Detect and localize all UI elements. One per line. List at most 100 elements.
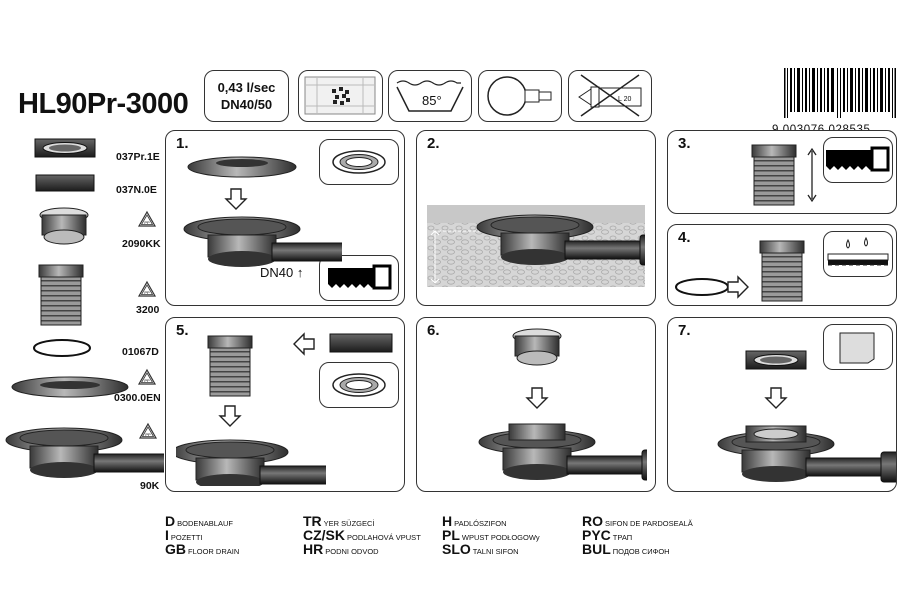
step-1-number: 1. <box>176 135 189 152</box>
left-arrow-icon <box>293 333 315 355</box>
step-5-number: 5. <box>176 322 189 339</box>
part-code-grate: 037Pr.1E <box>116 151 160 163</box>
up-arrow-icon: ↑ <box>296 265 304 280</box>
part-code-cover-plate: 037N.0E <box>116 184 157 196</box>
lang-code: GB <box>165 541 186 557</box>
lang-code: H <box>442 513 453 529</box>
tile-icon <box>839 332 875 364</box>
step-5-panel: 5. <box>165 317 405 492</box>
recycle-label: PP <box>144 290 150 295</box>
lang-text: PODNI ODVOD <box>325 547 379 556</box>
lang-text: FLOOR DRAIN <box>188 547 240 556</box>
lang-code: PL <box>442 527 460 543</box>
temperature-label: 85° <box>422 93 442 108</box>
odour-trap-insert-part-image <box>39 207 89 245</box>
step-7-tile-inset <box>823 324 893 370</box>
lang-code: TR <box>303 513 322 529</box>
step-1-panel: 1. DN40 ↑ <box>165 130 405 306</box>
grate-pattern-icon <box>304 76 376 115</box>
part-code-membrane-collar: 0300.0EN <box>114 392 161 404</box>
lang-code: I <box>165 527 169 543</box>
lang-text: ПОДОВ СИФОН <box>612 547 670 556</box>
step-2-screed-illustration <box>427 205 645 287</box>
recycle-label: PP <box>144 378 150 383</box>
grate-part-image <box>34 138 96 158</box>
step-3-sleeve-illustration <box>751 144 817 206</box>
part-code-drain-body: 90K <box>140 480 160 492</box>
step-1-illustration <box>183 156 342 268</box>
step-3-panel: 3. <box>667 130 897 214</box>
seal-ring-icon <box>332 373 386 397</box>
cover-plate-image <box>329 333 393 353</box>
hot-water-basin-icon: 85° <box>396 80 464 112</box>
part-code-o-ring: 01067D <box>122 346 159 358</box>
recycle-label: PP <box>145 432 151 437</box>
step-2-panel: 2. <box>416 130 656 306</box>
recycle-pp-icon: PP <box>138 281 156 297</box>
lang-code: CZ/SK <box>303 527 345 543</box>
lang-code: PYC <box>582 527 611 543</box>
no-sealant-box: L 20 <box>568 70 652 122</box>
lang-text: SIFON DE PARDOSEALĂ <box>605 519 693 528</box>
recycle-pp-icon: PP <box>138 369 156 385</box>
lang-code: SLO <box>442 541 471 557</box>
lang-code: BUL <box>582 541 611 557</box>
step-6-illustration <box>478 328 647 481</box>
lang-text: YER SÜZGECİ <box>323 519 375 528</box>
outlet-connection-box <box>478 70 562 122</box>
step-6-number: 6. <box>427 322 440 339</box>
outlet-connection-icon <box>487 76 552 116</box>
part-code-extension-sleeve: 3200 <box>136 304 160 316</box>
step-4-illustration <box>675 240 805 302</box>
lang-text: ТРАП <box>612 533 633 542</box>
step-7-panel: 7. <box>667 317 897 492</box>
barcode <box>784 68 896 118</box>
lang-text: PODLAHOVÁ VPUST <box>347 533 421 542</box>
o-ring-part-image <box>33 339 91 357</box>
step-4-panel: 4. <box>667 224 897 306</box>
flow-rate-value: 0,43 l/sec <box>217 80 276 95</box>
lang-code: D <box>165 513 176 529</box>
lang-text: BODENABLAUF <box>177 519 233 528</box>
temperature-box: 85° <box>388 70 472 122</box>
tile-adhesive-icon <box>827 236 889 266</box>
lang-text: POZETTI <box>170 533 203 542</box>
dn-size-value: DN40 <box>260 265 294 280</box>
step-4-tiling-inset <box>823 231 893 277</box>
step-5-ring-inset <box>319 362 399 408</box>
lang-text: PADLÓSZIFON <box>454 519 507 528</box>
flow-rate-box: 0,43 l/sec DN40/50 <box>204 70 289 122</box>
grate-pattern-box <box>298 70 383 122</box>
recycle-pp-icon: PP <box>139 423 157 439</box>
extension-sleeve-part-image <box>38 264 84 326</box>
dimension-value: DN40/50 <box>220 97 273 112</box>
lang-text: WPUST PODŁOGOWy <box>461 533 540 542</box>
product-model-title: HL90Pr-3000 <box>18 88 189 120</box>
dn-size-label: DN40 ↑ <box>260 265 303 280</box>
step-7-number: 7. <box>678 322 691 339</box>
cover-plate-part-image <box>35 174 95 192</box>
no-sealant-tube-icon: L 20 <box>578 74 642 117</box>
step-7-illustration <box>717 350 896 483</box>
membrane-collar-part-image <box>11 376 129 398</box>
lang-code: HR <box>303 541 324 557</box>
recycle-pp-icon: PP <box>138 211 156 227</box>
step-3-number: 3. <box>678 135 691 152</box>
step-4-number: 4. <box>678 229 691 246</box>
step-6-panel: 6. <box>416 317 656 492</box>
